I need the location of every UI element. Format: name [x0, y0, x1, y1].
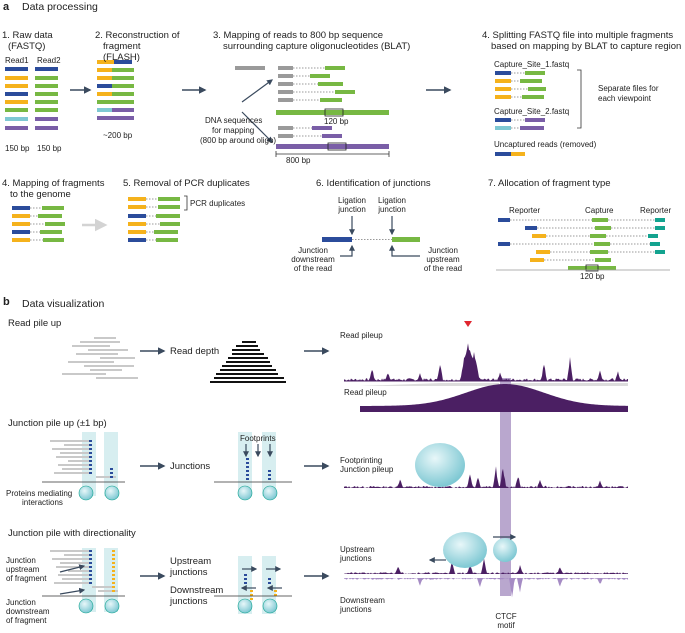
read-pileup-label-2: Read pileup: [344, 388, 387, 397]
allocation-length: 120 bp: [580, 272, 605, 281]
downstream-junctions-label-2: junctions: [170, 596, 208, 607]
fragment-length: ~200 bp: [103, 131, 133, 140]
length-120bp: 120 bp: [324, 117, 349, 126]
ligation-1-line2: junction: [338, 205, 366, 214]
panel-b-letter: b: [3, 296, 10, 308]
junction-pile-left: [42, 432, 125, 501]
allocation-title: 7. Allocation of fragment type: [488, 178, 611, 189]
read-depth-label: Read depth: [170, 346, 220, 357]
ligation-2-line2: junction: [378, 205, 406, 214]
step1-title-2: (FASTQ): [8, 41, 46, 52]
junction-downstream-3: of fragment: [6, 616, 47, 625]
track-downstream-2: junctions: [340, 605, 372, 614]
directional-pile-left: [42, 548, 125, 614]
junction-pileup-title: Junction pile up (±1 bp): [8, 418, 107, 429]
step2-fragments: [97, 60, 134, 120]
downstream-junctions-label-1: Downstream: [170, 585, 224, 596]
footprint-track: [344, 443, 628, 488]
read-pileup-label-1: Read pileup: [340, 331, 383, 340]
junction-upstream-2: upstream: [6, 565, 40, 574]
ligation-2-line1: Ligation: [377, 196, 407, 205]
junction-upstream-1: Junction: [6, 556, 36, 565]
map-genome-title-1: 4. Mapping of fragments: [2, 178, 105, 189]
separate-files-1: Separate files for: [598, 84, 659, 93]
directional-track: [344, 532, 628, 598]
directional-pile-mid: [214, 556, 292, 614]
ctcf-label-1: CTCF: [495, 612, 517, 621]
proteins-label-1: Proteins mediating: [6, 489, 73, 498]
step2-title-2: fragment: [103, 41, 141, 52]
track-upstream-2: junctions: [340, 554, 372, 563]
junction-pile-mid: [214, 432, 292, 501]
junction-down-1: Junction: [298, 246, 328, 255]
dna-seq-3: (800 bp around oligo): [200, 136, 277, 145]
panel-a-letter: a: [3, 1, 10, 13]
read1-label: Read1: [5, 56, 29, 65]
step3-title-1: 3. Mapping of reads to 800 bp sequence: [213, 30, 384, 41]
directional-title: Junction pile with directionality: [8, 528, 136, 539]
step3-mapping: [235, 66, 390, 157]
file-capture-2: Capture_Site_2.fastq: [494, 107, 570, 116]
junction-up-2: upstream: [426, 255, 460, 264]
read-depth-black: [210, 341, 286, 383]
step-junctions: [322, 216, 420, 257]
step4-split: [495, 69, 582, 156]
junction-down-2: downstream: [291, 255, 335, 264]
reporter-left-label: Reporter: [509, 206, 541, 215]
zoom-connector: [360, 383, 628, 392]
reporter-right-label: Reporter: [640, 206, 672, 215]
step1-reads: [5, 67, 58, 130]
junction-downstream-2: downstream: [6, 607, 50, 616]
read-pileup-title: Read pile up: [8, 318, 62, 329]
step3-title-2: surrounding capture oligonucleotides (BL…: [223, 41, 411, 52]
read2-label: Read2: [37, 56, 61, 65]
footprints-label: Footprints: [240, 434, 276, 443]
upstream-junctions-label-2: junctions: [170, 567, 208, 578]
dna-seq-2: for mapping: [212, 126, 255, 135]
length-800bp: 800 bp: [286, 156, 311, 165]
read-pile-gray: [62, 337, 138, 379]
uncaptured-reads: Uncaptured reads (removed): [494, 140, 597, 149]
step2-title-3: (FLASH): [103, 52, 140, 63]
read-pileup-zoom-track: [360, 384, 628, 412]
dna-seq-1: DNA sequences: [205, 116, 263, 125]
map-genome-title-2: to the genome: [10, 189, 71, 200]
step-pcr: [128, 195, 188, 242]
panel-a-title: Data processing: [22, 1, 98, 13]
file-capture-1: Capture_Site_1.fastq: [494, 60, 570, 69]
pcr-title: 5. Removal of PCR duplicates: [123, 178, 250, 189]
ctcf-label-2: motif: [497, 621, 515, 630]
junction-downstream-1: Junction: [6, 598, 36, 607]
footprinting-label-2: Junction pileup: [340, 465, 394, 474]
track-downstream-1: Downstream: [340, 596, 385, 605]
read-pileup-track: [344, 321, 628, 382]
capture-label: Capture: [585, 206, 614, 215]
step1-title-1: 1. Raw data: [2, 30, 53, 41]
pcr-duplicates-label: PCR duplicates: [190, 199, 246, 208]
junctions-label: Junctions: [170, 461, 211, 472]
junctions-title: 6. Identification of junctions: [316, 178, 431, 189]
upstream-junctions-label-1: Upstream: [170, 556, 212, 567]
junction-up-3: of the read: [423, 264, 463, 273]
panel-b-title: Data visualization: [22, 298, 105, 310]
footprinting-label-1: Footprinting: [340, 456, 383, 465]
track-upstream-1: Upstream: [340, 545, 375, 554]
junction-down-3: of the read: [293, 264, 333, 273]
separate-files-2: each viewpoint: [598, 94, 651, 103]
step-map-genome: [12, 206, 65, 242]
step-allocation: [496, 218, 670, 272]
step4-title-2: based on mapping by BLAT to capture regi…: [491, 41, 682, 52]
step4-title-1: 4. Splitting FASTQ file into multiple fr…: [482, 30, 674, 41]
junction-upstream-3: of fragment: [6, 574, 47, 583]
read1-length: 150 bp: [5, 144, 30, 153]
junction-up-1: Junction: [428, 246, 458, 255]
proteins-label-2: interactions: [22, 498, 63, 507]
read2-length: 150 bp: [37, 144, 62, 153]
step2-title-1: 2. Reconstruction of: [95, 30, 180, 41]
ligation-1-line1: Ligation: [337, 196, 367, 205]
